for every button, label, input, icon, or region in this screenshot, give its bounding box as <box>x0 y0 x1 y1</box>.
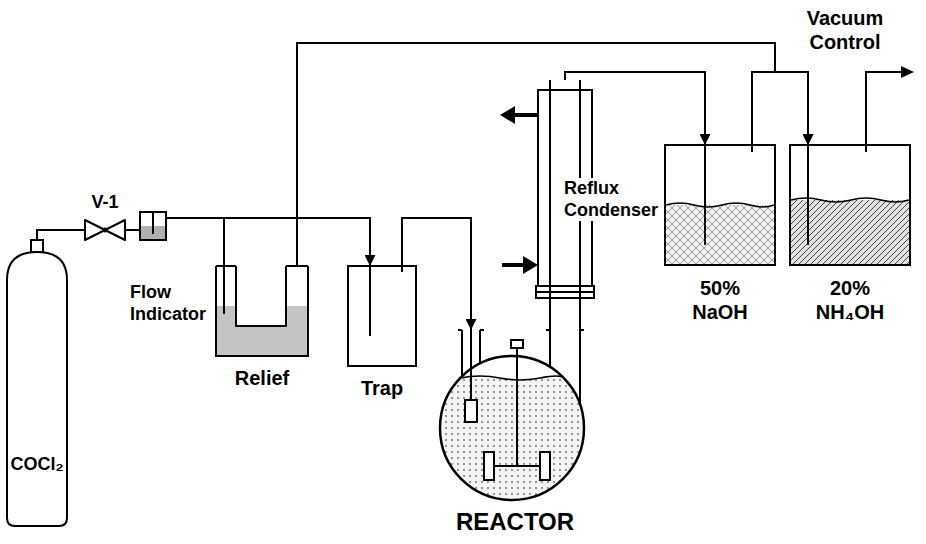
trap-vessel: Trap <box>340 262 424 402</box>
trap-vessel-outline <box>370 266 402 336</box>
vacuum-control-label-holder: Vacuum Control <box>0 0 110 48</box>
gas-cylinder-outline <box>31 240 43 252</box>
node-label: Trap <box>340 376 424 400</box>
reflux-condenser-outline <box>536 292 594 298</box>
valve-symbol <box>103 228 108 233</box>
nh4oh-scrubber: 20% NH₄OH <box>785 140 915 326</box>
vacuum-control-label: Vacuum Control <box>790 6 900 54</box>
vacuum-line <box>866 72 902 145</box>
nh4oh-scrubber-outline <box>808 145 866 245</box>
reactor-flask-outline <box>540 452 550 480</box>
node-label: 20% NH₄OH <box>810 276 890 324</box>
flow-indicator-outline <box>140 212 166 240</box>
flow-indicator: Flow Indicator <box>128 208 210 330</box>
reactor-flask-outline <box>440 356 584 500</box>
gas-line <box>550 300 580 330</box>
reactor-flask-outline <box>440 378 584 500</box>
gas-line <box>166 218 224 266</box>
trap-vessel-outline <box>348 266 416 366</box>
reactor-flask: REACTOR <box>420 300 610 544</box>
reactor-flask-outline <box>440 356 584 500</box>
gas-line <box>752 72 808 145</box>
coolant-out-arrow <box>514 113 538 117</box>
naoh-scrubber-outline <box>666 205 774 264</box>
reactor-flask-outline <box>465 400 477 422</box>
node-label: COCl₂ <box>4 454 70 476</box>
node-label: Flow Indicator <box>130 282 210 325</box>
relief-u-tube: Relief <box>212 262 312 392</box>
gas-cylinder: COCl₂ <box>4 240 70 528</box>
naoh-scrubber: 50% NaOH <box>660 140 780 326</box>
reflux-condenser: Reflux Condenser <box>530 78 670 304</box>
naoh-scrubber-outline <box>705 145 752 245</box>
gas-line <box>166 218 370 266</box>
reactor-flask-outline <box>546 330 584 404</box>
coolant-in-arrow <box>523 256 538 274</box>
relief-u-tube-outline <box>217 306 307 355</box>
coolant-in-arrow <box>502 263 524 267</box>
node-label: 50% NaOH <box>685 276 755 324</box>
reactor-flask-outline <box>470 330 472 400</box>
vacuum-arrow <box>901 66 914 78</box>
naoh-scrubber-outline <box>666 203 774 207</box>
node-label: Reflux Condenser <box>564 178 664 221</box>
naoh-scrubber-outline <box>665 145 775 265</box>
valve-label: V-1 <box>83 192 127 214</box>
flow-indicator-outline <box>152 212 154 234</box>
reactor-flask-outline <box>460 376 564 380</box>
gas-cylinder-outline <box>4 240 70 528</box>
reactor-flask-outline <box>511 340 523 348</box>
node-label: Relief <box>212 366 312 390</box>
reactor-flask-outline <box>494 348 540 466</box>
relief-u-tube-outline <box>216 266 308 356</box>
relief-u-tube-outline <box>223 266 225 314</box>
node-label: REACTOR <box>420 508 610 537</box>
nh4oh-scrubber-outline <box>790 145 910 265</box>
valve-symbol <box>85 220 125 240</box>
reactor-flask-outline <box>420 300 610 544</box>
valve-label-holder: V-1 <box>0 0 44 22</box>
coolant-out-arrow <box>500 106 515 124</box>
reactor-flask-outline <box>484 452 494 480</box>
gas-cylinder-outline <box>7 252 67 526</box>
